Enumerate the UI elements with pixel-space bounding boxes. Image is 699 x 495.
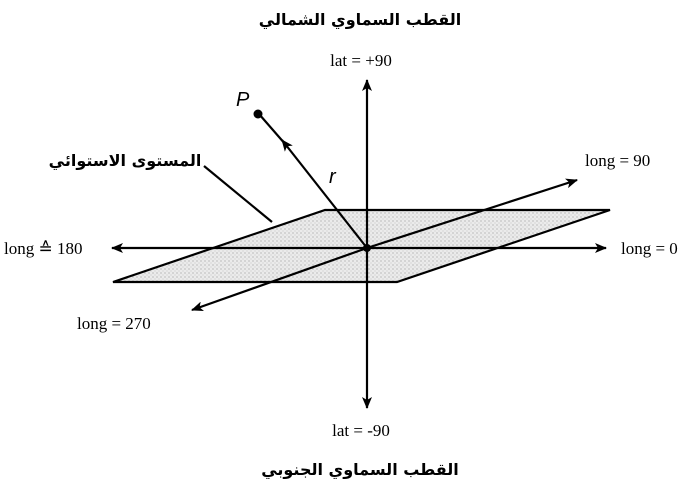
radius-vector (281, 139, 368, 249)
radius-label: r (329, 166, 337, 188)
radius-vector-tail (258, 113, 287, 146)
long-0-label: long = 0 (621, 239, 678, 258)
long-90-label: long = 90 (585, 151, 650, 170)
lat-top-label: lat = +90 (330, 51, 392, 70)
equatorial-plane-leader (203, 165, 273, 223)
equatorial-plane-label: المستوى الاستوائي (49, 151, 202, 171)
south-pole-label: القطب السماوي الجنوبي (261, 460, 459, 480)
long-90-axis (366, 178, 578, 250)
lat-bottom-label: lat = -90 (332, 421, 390, 440)
long-180-label: long ≙ 180 (4, 239, 82, 258)
equatorial-plane (112, 208, 611, 284)
long-270-label: long = 270 (77, 314, 151, 333)
point-p-dot (253, 109, 263, 119)
north-pole-label: القطب السماوي الشمالي (259, 10, 462, 30)
long-270-axis (191, 246, 368, 312)
point-p-label: P (236, 89, 250, 111)
origin-dot (363, 244, 371, 252)
